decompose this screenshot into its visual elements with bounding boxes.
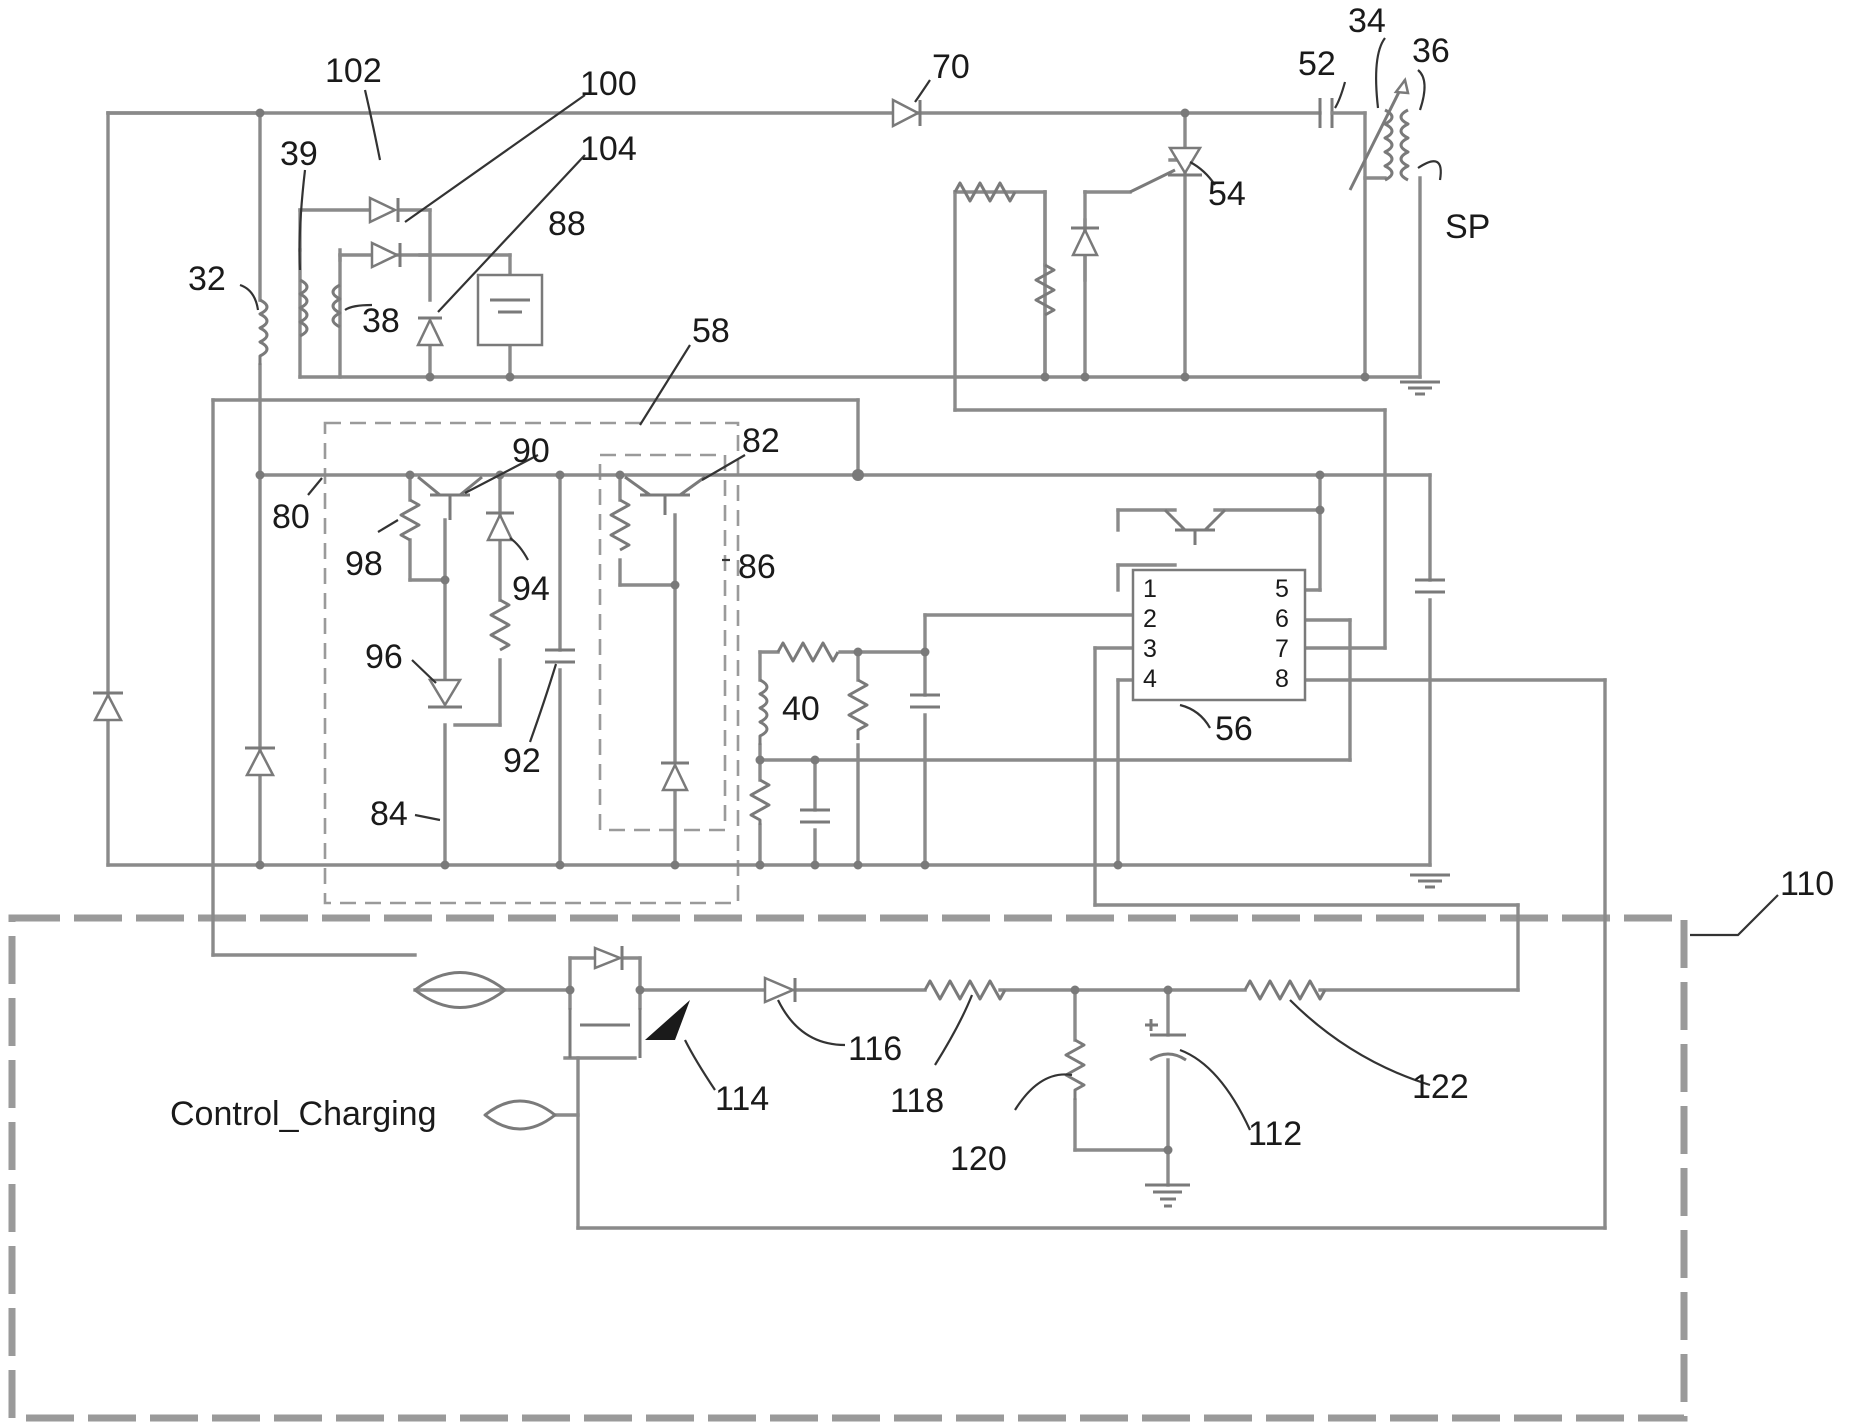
resistor-82-base [611,500,629,550]
label-96: 96 [365,638,403,676]
label-38: 38 [362,302,400,340]
label-110: 110 [1780,865,1834,903]
label-32: 32 [188,260,226,298]
resistor-top-right [955,183,1015,201]
capacitor-112 [1145,1019,1186,1060]
resistor-122 [1245,981,1325,999]
control-charging-label: Control_Charging [170,1095,437,1133]
diode-inductor-branch [247,750,273,775]
charging-module-boundary [12,918,1684,1418]
diode-104 [418,320,442,345]
ground-symbol-middle [1410,875,1450,887]
ic-pin-7: 7 [1275,635,1289,663]
pointer-arrow-114 [645,1000,690,1040]
label-112: 112 [1248,1115,1302,1153]
transistor-90 [418,477,482,520]
mosfet-114-diode [595,948,620,968]
label-104: 104 [580,130,637,168]
diode-116 [765,978,793,1002]
scr-96 [430,680,460,705]
resistor-40-top [778,643,838,661]
transistor-82 [625,477,705,515]
label-82: 82 [742,422,780,460]
label-86: 86 [738,548,776,586]
resistor-120 [1066,1040,1084,1100]
ic-pin-8: 8 [1275,665,1289,693]
label-sp: SP [1445,208,1490,246]
resistor-98 [401,500,419,540]
zener-86 [663,765,687,790]
diode-100 [372,243,397,267]
resistor-118 [925,981,1005,999]
label-70: 70 [932,48,970,86]
ground-symbol-module [1145,1185,1190,1206]
inductor-40 [760,680,767,745]
ic-pin-3: 3 [1143,635,1157,663]
label-54: 54 [1208,175,1246,213]
coil-36 [1401,110,1408,180]
components [93,80,1450,1206]
inductor-32 [260,300,267,365]
resistor-94-series [491,600,509,650]
label-56: 56 [1215,710,1253,748]
diode-left-rail [95,695,121,720]
control-charging-connector [485,1101,555,1129]
transistor-above-ic [1165,510,1225,545]
label-94: 94 [512,570,550,608]
label-92: 92 [503,742,541,780]
ic-pin-6: 6 [1275,605,1289,633]
label-118: 118 [890,1082,944,1120]
label-90: 90 [512,432,550,470]
battery-88 [478,275,542,345]
resistor-40-lower [751,780,769,825]
label-84: 84 [370,795,408,833]
label-122: 122 [1412,1068,1469,1106]
zener-right [1073,230,1097,255]
label-52: 52 [1298,45,1336,83]
label-58: 58 [692,312,730,350]
label-36: 36 [1412,32,1450,70]
mosfet-114 [570,1008,640,1058]
label-80: 80 [272,498,310,536]
label-40: 40 [782,690,820,728]
ic-pin-1: 1 [1143,575,1157,603]
resistor-40-right [849,680,867,740]
label-88: 88 [548,205,586,243]
ic-pin-2: 2 [1143,605,1157,633]
ic-pin-5: 5 [1275,575,1289,603]
label-100: 100 [580,65,637,103]
label-102: 102 [325,52,382,90]
label-34: 34 [1348,2,1386,40]
zener-94 [488,515,512,540]
ic-pin-4: 4 [1143,665,1157,693]
diode-102 [370,198,395,222]
label-116: 116 [848,1030,902,1068]
label-120: 120 [950,1140,1007,1178]
label-39: 39 [280,135,318,173]
label-98: 98 [345,545,383,583]
diode-70 [893,100,918,126]
ground-symbol-top [1400,382,1440,394]
label-114: 114 [715,1080,769,1118]
